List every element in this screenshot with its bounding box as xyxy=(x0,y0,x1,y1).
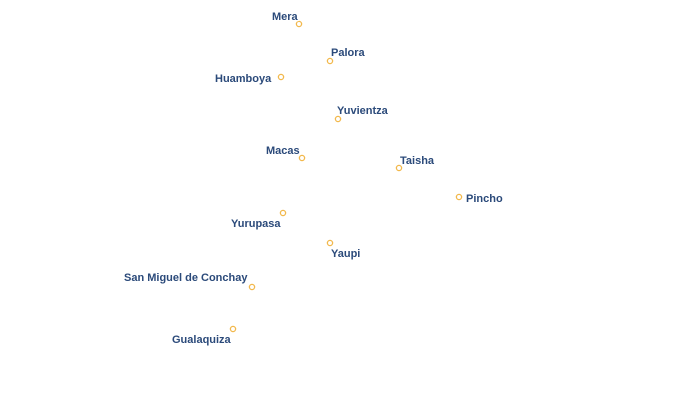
place-label-yurupasa: Yurupasa xyxy=(231,218,281,230)
place-label-huamboya: Huamboya xyxy=(215,73,272,85)
place-label-san-miguel-de-conchay: San Miguel de Conchay xyxy=(124,272,248,284)
place-macas: Macas xyxy=(265,144,306,162)
place-marker-yuvientza xyxy=(334,115,342,123)
place-label-pincho: Pincho xyxy=(466,193,503,205)
place-label-mera: Mera xyxy=(272,11,299,23)
place-marker-taisha xyxy=(395,164,403,172)
place-label-yaupi: Yaupi xyxy=(331,248,360,260)
place-yaupi: Yaupi xyxy=(326,239,362,262)
place-gualaquiza: Gualaquiza xyxy=(171,325,237,348)
place-marker-mera xyxy=(295,20,303,28)
place-marker-palora xyxy=(326,57,334,65)
place-label-gualaquiza: Gualaquiza xyxy=(172,334,232,346)
place-marker-san-miguel-de-conchay xyxy=(248,283,256,291)
place-mera: Mera xyxy=(271,10,303,28)
place-label-taisha: Taisha xyxy=(400,155,435,167)
place-marker-gualaquiza xyxy=(229,325,237,333)
place-palora: Palora xyxy=(326,46,367,65)
place-taisha: Taisha xyxy=(395,154,436,172)
place-marker-macas xyxy=(298,154,306,162)
place-label-palora: Palora xyxy=(331,47,366,59)
place-pincho: Pincho xyxy=(455,192,504,207)
place-marker-pincho xyxy=(455,193,463,201)
place-huamboya: Huamboya xyxy=(214,72,285,87)
place-marker-huamboya xyxy=(277,73,285,81)
place-label-yuvientza: Yuvientza xyxy=(337,105,389,117)
place-label-macas: Macas xyxy=(266,145,300,157)
place-san-miguel-de-conchay: San Miguel de Conchay xyxy=(123,271,256,291)
place-marker-yaupi xyxy=(326,239,334,247)
place-marker-yurupasa xyxy=(279,209,287,217)
place-yurupasa: Yurupasa xyxy=(230,209,287,232)
place-yuvientza: Yuvientza xyxy=(334,104,390,123)
